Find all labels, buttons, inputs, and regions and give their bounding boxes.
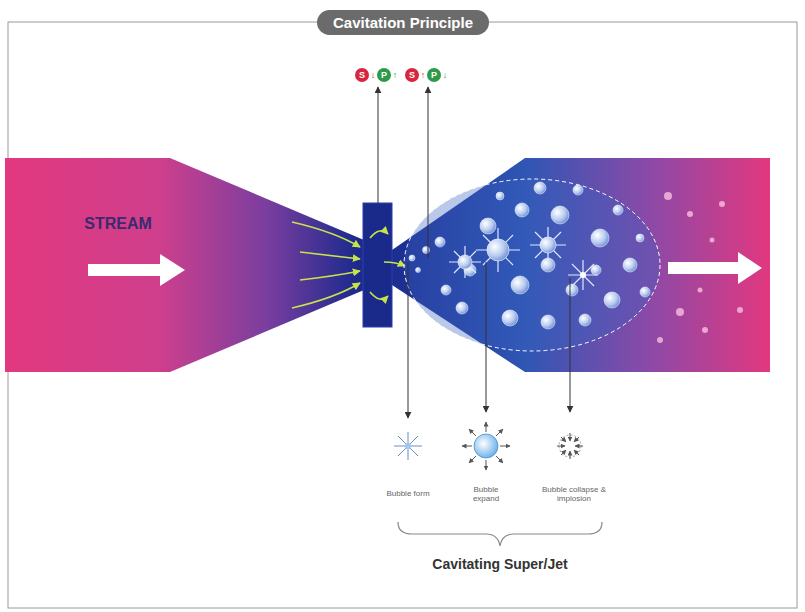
jet-caption: Cavitating Super/Jet [432, 556, 567, 572]
speed-symbol: S [359, 70, 365, 80]
stream-label: STREAM [84, 215, 152, 233]
diagram-title: Cavitation Principle [317, 10, 489, 35]
increase-arrow: ↑ [421, 70, 426, 80]
decrease-arrow: ↓ [371, 70, 376, 80]
increase-arrow: ↑ [393, 70, 398, 80]
pressure-symbol: P [431, 70, 437, 80]
stage-label: Bubble collapse & implosion [530, 485, 618, 503]
speed-symbol: S [409, 70, 415, 80]
stage-label: Bubble form [386, 489, 430, 498]
pressure-symbol: P [381, 70, 387, 80]
decrease-arrow: ↓ [443, 70, 448, 80]
stage-label: Bubble expand [461, 485, 511, 503]
